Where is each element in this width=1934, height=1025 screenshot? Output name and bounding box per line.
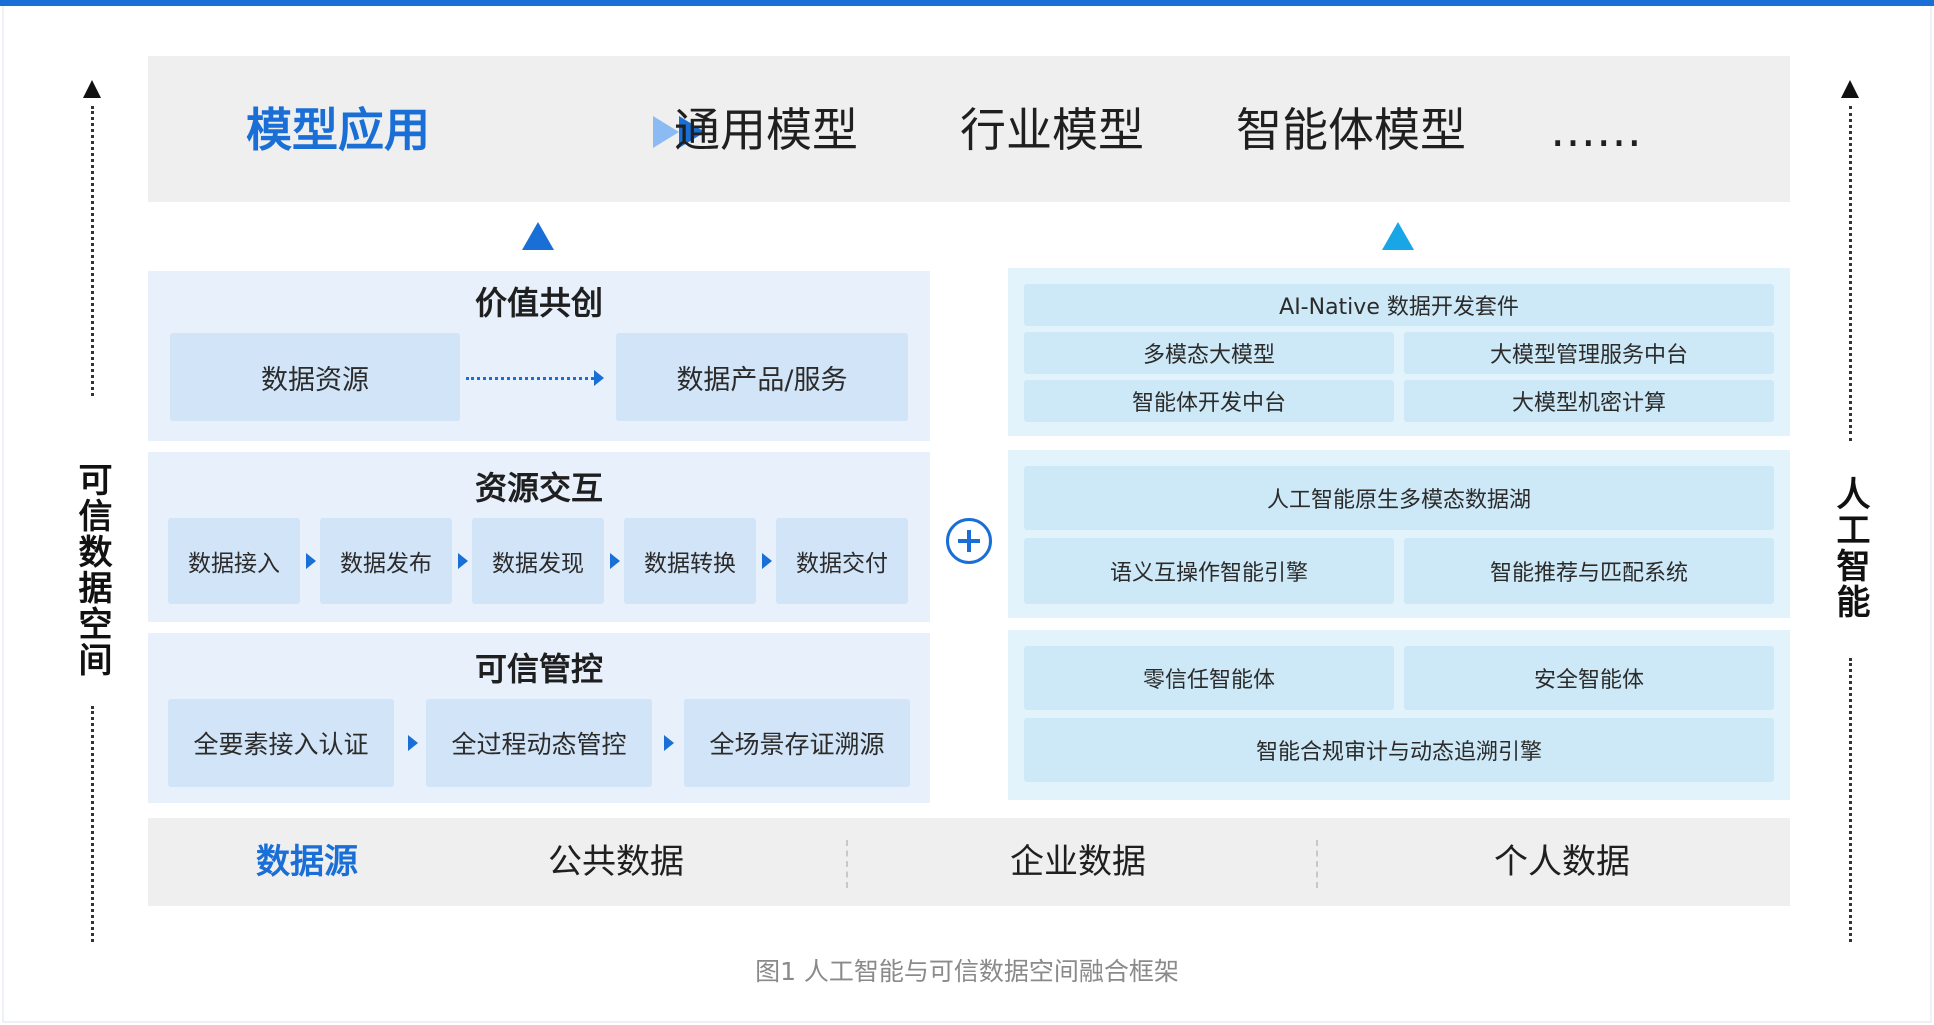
- band-item: ……: [1550, 103, 1642, 157]
- data-source-band: 数据源 公共数据 企业数据 个人数据: [148, 818, 1790, 906]
- box-data-resource: 数据资源: [170, 333, 460, 421]
- band-lead-label: 数据源: [256, 842, 358, 882]
- right-arrow-icon: [664, 735, 674, 751]
- right-arrow-icon: [762, 553, 772, 569]
- plus-icon: [946, 518, 992, 564]
- right-arrow-icon: [408, 735, 418, 751]
- double-arrow-icon: [653, 116, 713, 148]
- box-cell: 大模型机密计算: [1404, 380, 1774, 422]
- band-item: 个人数据: [1494, 842, 1630, 882]
- model-application-band: 模型应用 通用模型 行业模型 智能体模型 ……: [148, 56, 1790, 202]
- band-item: 公共数据: [548, 842, 684, 882]
- panel-ai-native-suite: AI-Native 数据开发套件 多模态大模型 大模型管理服务中台 智能体开发中…: [1008, 268, 1790, 436]
- right-arrow-icon: [594, 370, 604, 386]
- left-side-label: 可信数据空间: [72, 462, 112, 678]
- panel-multimodal-data-lake: 人工智能原生多模态数据湖 语义互操作智能引擎 智能推荐与匹配系统: [1008, 450, 1790, 618]
- panel-security-agents: 零信任智能体 安全智能体 智能合规审计与动态追溯引擎: [1008, 630, 1790, 800]
- right-arrow-icon: [458, 553, 468, 569]
- right-side-label: 人工智能: [1830, 476, 1870, 620]
- panel-value-cocreation: 价值共创 数据资源 数据产品/服务: [148, 271, 930, 441]
- left-side-axis: 可信数据空间: [72, 80, 112, 942]
- box-step: 数据发现: [472, 518, 604, 604]
- box-control: 全过程动态管控: [426, 699, 652, 787]
- band-item: 行业模型: [960, 103, 1144, 157]
- box-step: 数据转换: [624, 518, 756, 604]
- box-cell: 多模态大模型: [1024, 332, 1394, 374]
- box-header: AI-Native 数据开发套件: [1024, 284, 1774, 326]
- up-triangle-icon: [522, 222, 554, 250]
- right-arrow-icon: [610, 553, 620, 569]
- box-control: 全场景存证溯源: [684, 699, 910, 787]
- box-cell: 零信任智能体: [1024, 646, 1394, 710]
- box-control: 全要素接入认证: [168, 699, 394, 787]
- right-side-axis: 人工智能: [1830, 80, 1870, 942]
- diagram-frame: [2, 6, 1932, 1023]
- dashed-separator: [846, 840, 848, 888]
- box-step: 数据交付: [776, 518, 908, 604]
- panel-title: 资源交互: [474, 469, 603, 507]
- panel-resource-interaction: 资源交互 数据接入 数据发布 数据发现 数据转换 数据交付: [148, 452, 930, 622]
- up-triangle-icon: [1382, 222, 1414, 250]
- box-cell: 智能体开发中台: [1024, 380, 1394, 422]
- band-item: 企业数据: [1010, 842, 1146, 882]
- box-data-product: 数据产品/服务: [616, 333, 908, 421]
- figure-caption: 图1 人工智能与可信数据空间融合框架: [755, 957, 1179, 986]
- band-lead-label: 模型应用: [246, 103, 430, 157]
- panel-title: 可信管控: [474, 650, 603, 688]
- box-header: 人工智能原生多模态数据湖: [1024, 466, 1774, 530]
- box-cell: 智能推荐与匹配系统: [1404, 538, 1774, 604]
- box-cell: 语义互操作智能引擎: [1024, 538, 1394, 604]
- dotted-line: [91, 106, 94, 396]
- dotted-arrow-line: [466, 377, 594, 380]
- panel-trusted-control: 可信管控 全要素接入认证 全过程动态管控 全场景存证溯源: [148, 633, 930, 803]
- band-item: 通用模型: [674, 103, 858, 157]
- panel-title: 价值共创: [474, 284, 603, 322]
- right-arrow-icon: [306, 553, 316, 569]
- band-item: 智能体模型: [1236, 103, 1466, 157]
- dotted-line: [91, 706, 94, 942]
- box-cell: 安全智能体: [1404, 646, 1774, 710]
- up-arrow-icon: [83, 80, 101, 98]
- dashed-separator: [1316, 840, 1318, 888]
- dotted-line: [1849, 106, 1852, 441]
- up-arrow-icon: [1841, 80, 1859, 98]
- box-step: 数据发布: [320, 518, 452, 604]
- top-accent-rule: [0, 0, 1934, 6]
- box-cell: 大模型管理服务中台: [1404, 332, 1774, 374]
- box-step: 数据接入: [168, 518, 300, 604]
- dotted-line: [1849, 658, 1852, 942]
- box-footer: 智能合规审计与动态追溯引擎: [1024, 718, 1774, 782]
